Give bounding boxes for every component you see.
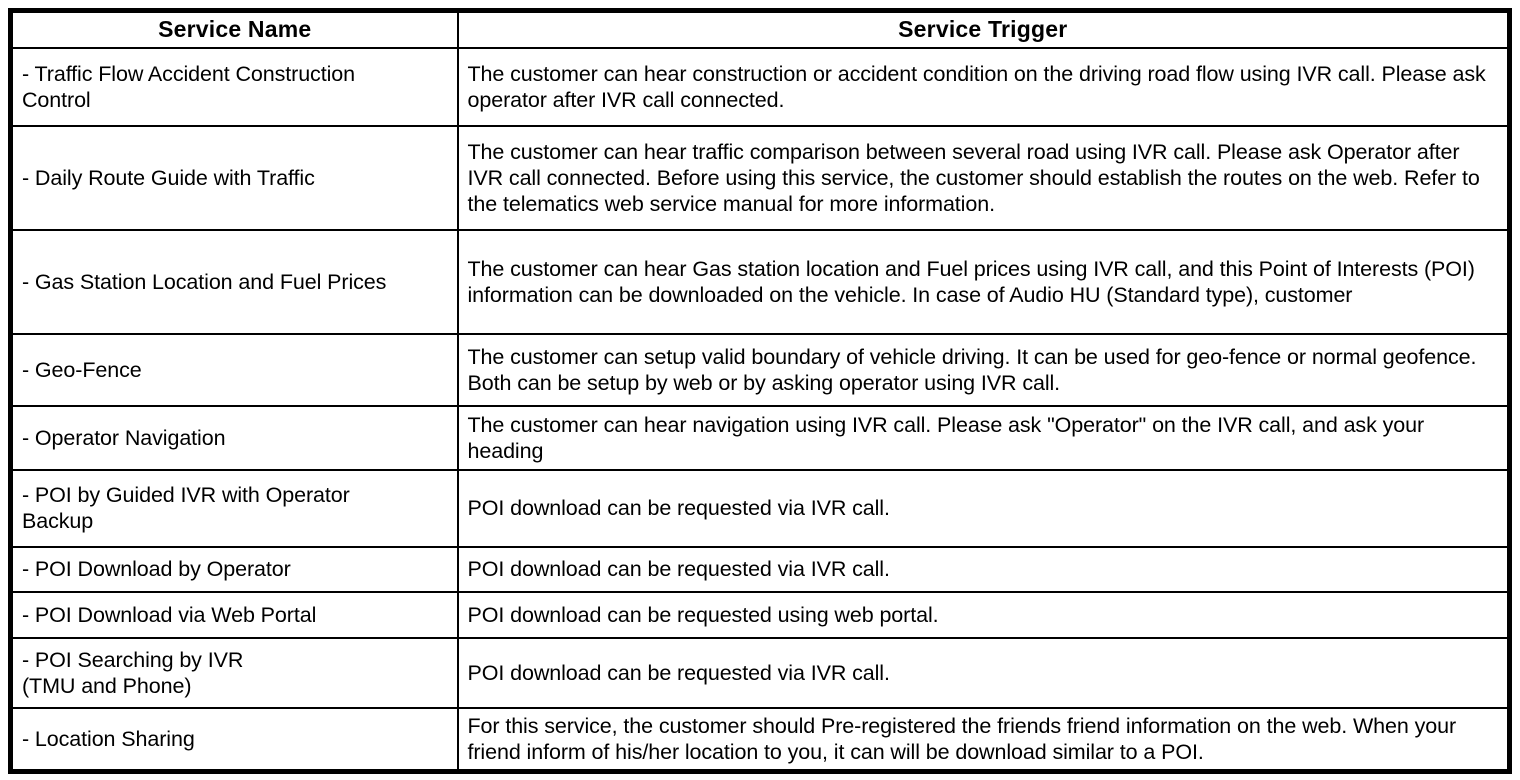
service-name-cell: - POI Download by Operator: [9, 545, 459, 593]
service-trigger-cell: POI download can be requested via IVR ca…: [456, 545, 1511, 593]
service-name-cell: - POI by Guided IVR with Operator Backup: [9, 468, 459, 548]
column-header-service-name: Service Name: [9, 9, 459, 49]
service-trigger-cell: The customer can hear Gas station locati…: [456, 228, 1511, 335]
table-row: - Traffic Flow Accident Construction Con…: [9, 46, 1511, 127]
service-name-cell: - Gas Station Location and Fuel Prices: [9, 228, 459, 335]
header-row: Service Name Service Trigger: [9, 9, 1511, 49]
table-body: - Traffic Flow Accident Construction Con…: [9, 46, 1511, 773]
service-name-cell: - Location Sharing: [9, 706, 459, 773]
column-header-service-trigger: Service Trigger: [456, 9, 1511, 49]
service-trigger-cell: For this service, the customer should Pr…: [456, 706, 1511, 773]
service-trigger-cell: POI download can be requested via IVR ca…: [456, 636, 1511, 709]
service-name-cell: - Operator Navigation: [9, 404, 459, 471]
service-trigger-cell: The customer can hear traffic comparison…: [456, 124, 1511, 231]
service-name-cell: - Geo-Fence: [9, 332, 459, 407]
table-row: - POI by Guided IVR with Operator Backup…: [9, 468, 1511, 548]
service-name-cell: - Daily Route Guide with Traffic: [9, 124, 459, 231]
table-row: - Geo-Fence The customer can setup valid…: [9, 332, 1511, 407]
table-row: - Gas Station Location and Fuel Prices T…: [9, 228, 1511, 335]
service-trigger-cell: The customer can hear construction or ac…: [456, 46, 1511, 127]
table-row: - Daily Route Guide with Traffic The cus…: [9, 124, 1511, 231]
service-trigger-cell: The customer can setup valid boundary of…: [456, 332, 1511, 407]
table-row: - POI Download via Web Portal POI downlo…: [9, 590, 1511, 639]
table-row: - POI Searching by IVR (TMU and Phone) P…: [9, 636, 1511, 709]
table-header: Service Name Service Trigger: [9, 9, 1511, 49]
table-row: - POI Download by Operator POI download …: [9, 545, 1511, 593]
table-row: - Location Sharing For this service, the…: [9, 706, 1511, 773]
service-name-cell: - POI Searching by IVR (TMU and Phone): [9, 636, 459, 709]
service-trigger-cell: POI download can be requested using web …: [456, 590, 1511, 639]
service-name-cell: - Traffic Flow Accident Construction Con…: [9, 46, 459, 127]
service-trigger-cell: POI download can be requested via IVR ca…: [456, 468, 1511, 548]
table-row: - Operator Navigation The customer can h…: [9, 404, 1511, 471]
service-trigger-cell: The customer can hear navigation using I…: [456, 404, 1511, 471]
service-name-cell: - POI Download via Web Portal: [9, 590, 459, 639]
services-table: Service Name Service Trigger - Traffic F…: [8, 8, 1512, 774]
